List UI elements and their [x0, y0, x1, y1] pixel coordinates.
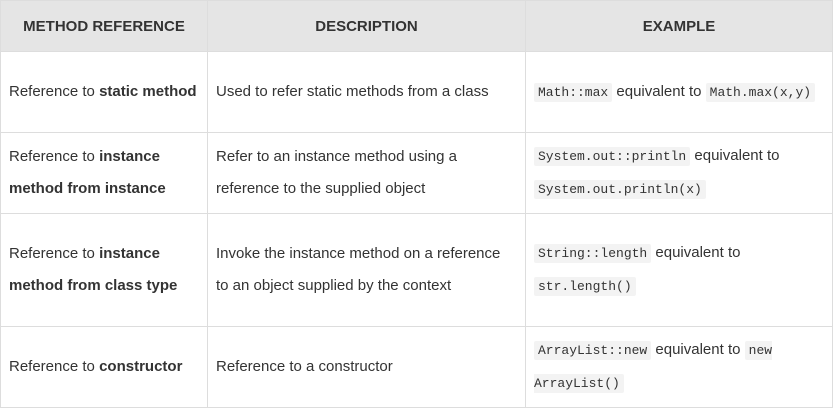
example-cell: String::length equivalent to str.length(… [525, 213, 833, 327]
method-reference-cell: Reference to static method [0, 51, 208, 133]
header-row: METHOD REFERENCE DESCRIPTION EXAMPLE [0, 0, 833, 52]
reference-prefix: Reference to [9, 148, 100, 165]
description-cell: Refer to an instance method using a refe… [207, 132, 526, 214]
method-reference-cell: Reference to instance method from instan… [0, 132, 208, 214]
reference-type: static method [99, 83, 197, 100]
equivalent-text: equivalent to [655, 341, 741, 358]
example-code: System.out.println(x) [534, 180, 706, 199]
example-code: Math::max [534, 82, 613, 102]
table-row: Reference to constructor Reference to a … [0, 326, 833, 408]
header-method-reference: METHOD REFERENCE [0, 0, 208, 52]
reference-type: instance method from class type [9, 245, 178, 294]
method-reference-cell: Reference to constructor [0, 326, 208, 408]
example-code: System.out::println [534, 147, 691, 166]
description-cell: Invoke the instance method on a referenc… [207, 213, 526, 327]
header-description: DESCRIPTION [207, 0, 526, 52]
example-code: ArrayList::new [534, 341, 652, 360]
equivalent-text: equivalent to [655, 244, 741, 261]
example-code: String::length [534, 244, 652, 263]
example-cell: Math::max equivalent to Math.max(x,y) [525, 51, 833, 133]
reference-type: constructor [99, 358, 183, 375]
header-example: EXAMPLE [525, 0, 833, 52]
example-code: str.length() [534, 277, 636, 296]
example-code: Math.max(x,y) [705, 82, 816, 102]
reference-prefix: Reference to [9, 358, 100, 375]
table-row: Reference to instance method from instan… [0, 132, 833, 214]
table-row: Reference to instance method from class … [0, 213, 833, 327]
reference-type: instance method from instance [9, 148, 166, 197]
description-cell: Used to refer static methods from a clas… [207, 51, 526, 133]
example-cell: ArrayList::new equivalent to new ArrayLi… [525, 326, 833, 408]
equivalent-text: equivalent to [616, 82, 702, 100]
description-cell: Reference to a constructor [207, 326, 526, 408]
table-row: Reference to static method Used to refer… [0, 51, 833, 133]
reference-prefix: Reference to [9, 245, 100, 262]
example-cell: System.out::println equivalent to System… [525, 132, 833, 214]
reference-prefix: Reference to [9, 83, 100, 100]
method-reference-cell: Reference to instance method from class … [0, 213, 208, 327]
equivalent-text: equivalent to [694, 147, 780, 164]
